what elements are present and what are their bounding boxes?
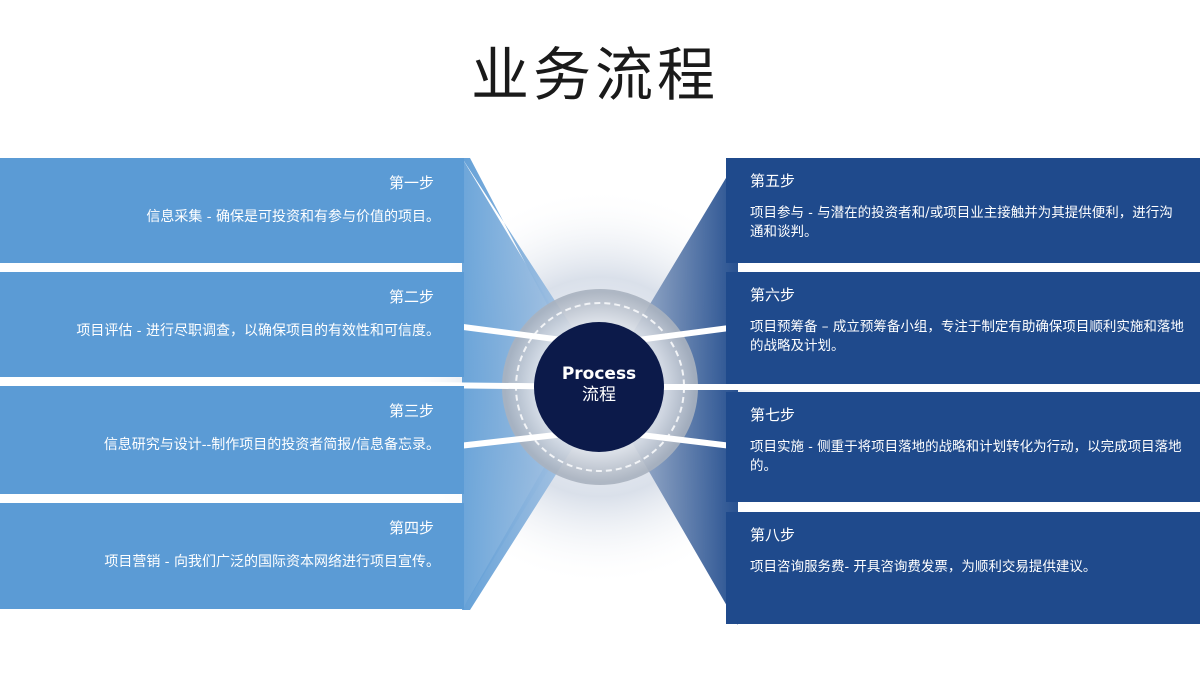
step-label: 第一步 — [388, 174, 434, 192]
page-title: 业务流程 — [470, 41, 719, 109]
step-description: 信息研究与设计--制作项目的投资者简报/信息备忘录。 — [103, 437, 440, 453]
step-description: 项目评估 - 进行尽职调查，以确保项目的有效性和可信度。 — [76, 323, 440, 339]
step-label: 第五步 — [750, 172, 796, 190]
step-panel-4: 第四步 项目营销 - 向我们广泛的国际资本网络进行项目宣传。 — [0, 503, 464, 609]
step-description: 项目咨询服务费- 开具咨询费发票，为顺利交易提供建议。 — [750, 559, 1097, 575]
step-description: 项目营销 - 向我们广泛的国际资本网络进行项目宣传。 — [104, 554, 440, 570]
step-panel-8: 第八步 项目咨询服务费- 开具咨询费发票，为顺利交易提供建议。 — [726, 512, 1200, 624]
step-description: 项目预筹备 – 成立预筹备小组，专注于制定有助确保项目顺利实施和落地的战略及计划… — [750, 319, 1184, 354]
step-label: 第八步 — [750, 526, 796, 544]
center-label-zh: 流程 — [582, 385, 616, 405]
step-panel-6: 第六步 项目预筹备 – 成立预筹备小组，专注于制定有助确保项目顺利实施和落地的战… — [726, 272, 1200, 384]
step-panel-2: 第二步 项目评估 - 进行尽职调查，以确保项目的有效性和可信度。 — [0, 272, 464, 377]
separator-left-2 — [0, 377, 601, 390]
step-description: 项目实施 - 侧重于将项目落地的战略和计划转化为行动，以完成项目落地的。 — [750, 439, 1182, 474]
step-label: 第六步 — [750, 286, 796, 304]
step-panel-3: 第三步 信息研究与设计--制作项目的投资者简报/信息备忘录。 — [0, 386, 464, 494]
step-label: 第三步 — [388, 402, 434, 420]
step-description: 信息采集 - 确保是可投资和有参与价值的项目。 — [146, 209, 440, 225]
step-label: 第七步 — [750, 406, 796, 424]
process-center-circle: Process 流程 — [534, 322, 664, 452]
step-label: 第四步 — [388, 519, 434, 537]
step-panel-5: 第五步 项目参与 - 与潜在的投资者和/或项目业主接触并为其提供便利，进行沟通和… — [726, 158, 1200, 263]
step-panel-7: 第七步 项目实施 - 侧重于将项目落地的战略和计划转化为行动，以完成项目落地的。 — [726, 392, 1200, 502]
step-panel-1: 第一步 信息采集 - 确保是可投资和有参与价值的项目。 — [0, 158, 464, 263]
center-label-en: Process — [561, 364, 637, 384]
step-label: 第二步 — [388, 288, 434, 306]
step-description: 项目参与 - 与潜在的投资者和/或项目业主接触并为其提供便利，进行沟通和谈判。 — [750, 205, 1173, 240]
